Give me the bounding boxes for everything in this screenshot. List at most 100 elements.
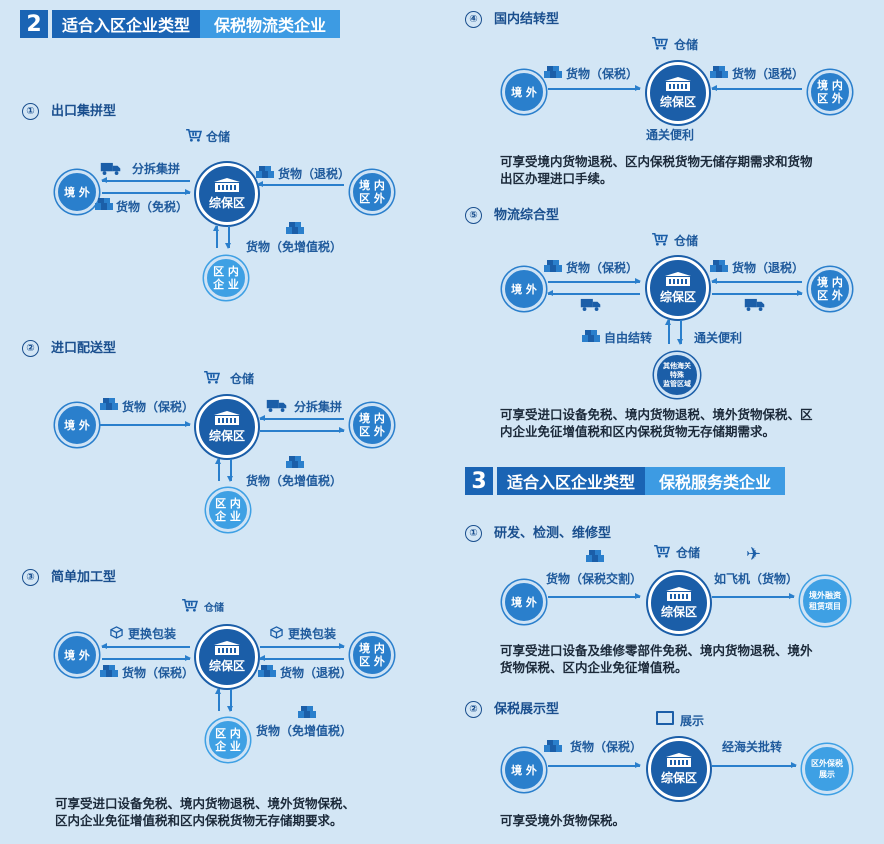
building-icon xyxy=(665,77,691,91)
boxes-icon xyxy=(544,260,562,272)
node-overseas-leasing: 境外融资租赁项目 xyxy=(800,576,850,626)
arrow-up xyxy=(215,458,221,481)
goods-vat-label: 货物（免增值税） xyxy=(246,240,343,254)
node-jingwai: 境 外 xyxy=(55,403,99,447)
goods-bonded-label: 货物（保税） xyxy=(566,261,639,275)
node-qunei-qiye: 区 内企 业 xyxy=(206,488,250,532)
arrow-right xyxy=(260,427,345,433)
section-number: 2 xyxy=(20,10,48,38)
storage-cart-icon xyxy=(652,232,668,246)
storage-label: 仓储 xyxy=(674,38,699,52)
storage-label: 仓储 xyxy=(676,546,701,560)
arrow-up xyxy=(213,225,219,248)
node-jingwai: 境 外 xyxy=(502,267,546,311)
node-zongbaoqu: 综保区 xyxy=(647,257,709,319)
storage-cart-icon xyxy=(186,128,202,142)
goods-trade-label: 货物（保税交割） xyxy=(546,572,643,586)
boxes-icon xyxy=(710,260,728,272)
goods-bonded-label: 货物（保税） xyxy=(570,740,643,754)
node-other-special-zone: 其他海关特殊监管区域 xyxy=(654,352,700,398)
truck-icon xyxy=(266,399,288,412)
airplane-icon: ✈ xyxy=(746,544,762,565)
building-icon xyxy=(214,178,240,192)
display-label: 展示 xyxy=(680,714,705,728)
goods-bonded-label: 货物（保税） xyxy=(566,67,639,81)
arrow-left xyxy=(259,655,344,661)
section-2-description: 可享受进口设备免税、境内货物退税、境外货物保税、 区内企业免征增值税和区内保税货… xyxy=(55,796,356,828)
section-subtitle: 保税物流类企业 xyxy=(200,10,341,38)
arrow-up xyxy=(215,688,221,711)
node-jingnei-quwai: 境 内区 外 xyxy=(808,70,852,114)
arrow-right xyxy=(712,762,797,768)
arrow-down xyxy=(227,459,233,482)
arrow-down xyxy=(227,689,233,712)
free-transfer-label: 自由结转 xyxy=(604,331,653,345)
approval-label: 经海关批转 xyxy=(722,740,783,754)
storage-label: 仓储 xyxy=(230,372,255,386)
service-1-description: 可享受进口设备及维修零部件免税、境内货物退税、境外 货物保税、区内企业免征增值税… xyxy=(500,643,813,675)
storage-cart-icon xyxy=(182,598,198,612)
boxes-icon xyxy=(286,222,304,234)
section-subtitle: 保税服务类企业 xyxy=(645,467,786,495)
arrow-right xyxy=(102,189,191,195)
section-title: 适合入区企业类型 xyxy=(497,467,646,495)
node-zongbaoqu: 综保区 xyxy=(648,572,710,634)
package-icon xyxy=(110,626,123,639)
arrow-left xyxy=(259,415,344,421)
convenience-label: 通关便利 xyxy=(646,128,695,142)
node-jingwai: 境 外 xyxy=(55,633,99,677)
truck-icon xyxy=(100,162,122,175)
truck-icon xyxy=(744,298,766,311)
node-zongbaoqu: 综保区 xyxy=(647,62,709,124)
goods-refund-label: 货物（退税） xyxy=(732,261,805,275)
building-icon xyxy=(214,641,240,655)
node-jingnei-quwai: 境 内区 外 xyxy=(350,633,394,677)
goods-bonded-label: 货物（保税） xyxy=(122,666,195,680)
diagram-5-description: 可享受进口设备免税、境内货物退税、境外货物保税、区 内企业免征增值税和区内保税货… xyxy=(500,407,813,439)
plane-label: 如飞机（货物） xyxy=(714,572,799,586)
boxes-icon xyxy=(256,166,274,178)
section-3-header: 3 适合入区企业类型 保税服务类企业 xyxy=(465,467,786,495)
goods-vat-label: 货物（免增值税） xyxy=(246,474,343,488)
arrow-right xyxy=(260,643,345,649)
node-jingwai: 境 外 xyxy=(502,748,546,792)
arrow-left xyxy=(711,85,802,91)
storage-label: 仓储 xyxy=(674,234,699,248)
node-jingwai: 境 外 xyxy=(55,170,99,214)
goods-refund-label: 货物（退税） xyxy=(278,167,351,181)
goods-vat-label: 货物（免增值税） xyxy=(256,724,353,738)
building-icon xyxy=(666,587,692,601)
storage-cart-icon xyxy=(654,544,670,558)
arrow-down xyxy=(225,226,231,249)
goods-tax-free-label: 货物（免税） xyxy=(116,200,189,214)
boxes-icon xyxy=(544,66,562,78)
goods-refund-label: 货物（退税） xyxy=(732,67,805,81)
repack-label: 更换包装 xyxy=(288,627,337,641)
package-icon xyxy=(270,626,283,639)
boxes-icon xyxy=(582,330,600,342)
monitor-icon xyxy=(656,711,674,725)
split-label: 分拆集拼 xyxy=(132,162,181,176)
convenience-label: 通关便利 xyxy=(694,331,743,345)
arrow-left xyxy=(257,181,344,187)
arrow-right xyxy=(102,655,191,661)
section-2-header: 2 适合入区企业类型 保税物流类企业 xyxy=(20,10,341,38)
building-icon xyxy=(666,753,692,767)
boxes-icon xyxy=(258,665,276,677)
boxes-icon xyxy=(95,198,113,210)
arrow-right xyxy=(100,421,191,427)
arrow-right xyxy=(548,593,641,599)
truck-icon xyxy=(580,298,602,311)
arrow-left xyxy=(711,278,802,284)
goods-bonded-label: 货物（保税） xyxy=(122,400,195,414)
node-zongbaoqu: 综保区 xyxy=(196,396,258,458)
arrow-up xyxy=(665,319,671,344)
service-2-description: 可享受境外货物保税。 xyxy=(500,813,626,828)
section-number: 3 xyxy=(465,467,493,495)
arrow-right xyxy=(712,593,795,599)
